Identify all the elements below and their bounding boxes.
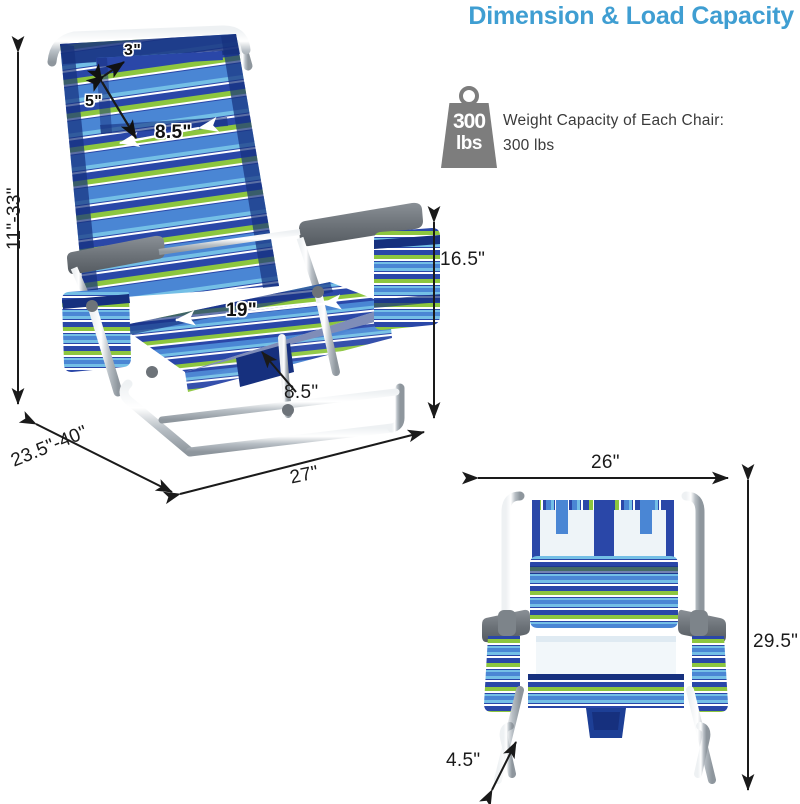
dim-label-folded-depth: 4.5": [446, 750, 481, 771]
folded-left-pocket: [484, 636, 520, 712]
dim-line-depth-diagonal: [18, 411, 173, 493]
dim-label-folded-width: 26": [591, 452, 620, 473]
weight-capacity-line1: Weight Capacity of Each Chair:: [503, 112, 725, 129]
dim-line-pillow-height: [86, 63, 137, 139]
main-view-dimension-lines: [11, 36, 441, 505]
right-armrest: [299, 202, 423, 247]
cooler-pouch: [530, 556, 678, 628]
page-title: Dimension & Load Capacity: [468, 2, 794, 30]
dim-line-bottom-width: [162, 429, 425, 505]
left-armrest: [67, 235, 165, 275]
weight-icon-value: 300: [452, 110, 486, 133]
weight-300lbs-icon: 300 lbs: [441, 86, 497, 168]
open-chair-illustration: [47, 25, 440, 457]
dim-label-pillow-height: 5": [85, 93, 103, 110]
dim-label-seat-height: 8.5": [284, 382, 319, 403]
dim-label-pillow-thickness: 3": [124, 42, 142, 59]
folded-right-pocket: [692, 636, 728, 712]
weight-capacity-line2: 300 lbs: [503, 137, 555, 154]
right-side-pocket: [374, 228, 440, 330]
weight-icon-unit: lbs: [456, 133, 482, 154]
dim-label-folded-height: 29.5": [753, 631, 799, 652]
dim-line-seat-width: [174, 294, 342, 326]
main-view-pillow-arrows: [85, 61, 137, 139]
folded-chair-illustration: [482, 491, 728, 784]
folded-view-dimension-lines: [462, 464, 755, 804]
dim-label-back-height: 11"-33": [4, 187, 25, 250]
weight-capacity-text: Weight Capacity of Each Chair: 300 lbs: [503, 108, 793, 158]
weight-icon-body: [441, 103, 497, 168]
dim-label-armrest-height: 16.5": [440, 249, 486, 270]
dim-label-seat-width: 19": [226, 300, 258, 321]
dim-label-pillow-width: 8.5": [155, 122, 192, 143]
dim-line-folded-depth: [479, 741, 517, 804]
dim-line-seat-height: [261, 351, 297, 393]
dim-line-pillow-width: [118, 116, 220, 147]
main-view-fabric-arrows: [118, 116, 342, 326]
